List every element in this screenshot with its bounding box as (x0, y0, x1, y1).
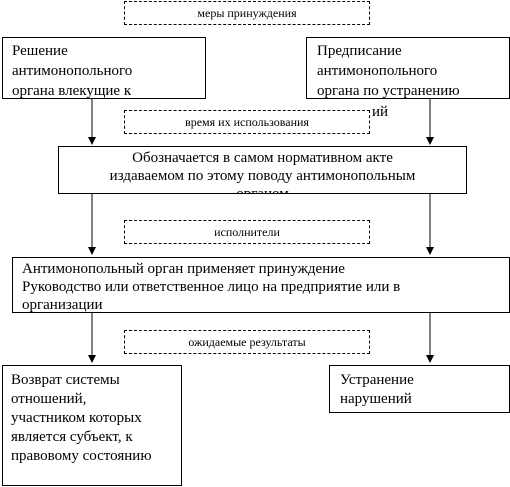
order-tail-text: ий (372, 104, 389, 120)
label-coercion-measures: меры принуждения (124, 1, 370, 25)
box-restore: Возврат системы отношений, участником ко… (2, 365, 182, 486)
label-expected-results: ожидаемые результаты (124, 330, 370, 354)
box-decision: Решение антимонопольного органа влекущие… (2, 37, 206, 99)
box-order: Предписание антимонопольного органа по у… (306, 37, 510, 99)
box-performers: Антимонопольный орган применяет принужде… (12, 257, 510, 313)
box-decision-text: Решение антимонопольного органа влекущие… (12, 43, 133, 99)
box-elimination: Устранение нарушений (329, 365, 510, 413)
box-order-text: Предписание антимонопольного органа по у… (317, 43, 460, 99)
box-designation: Обозначается в самом нормативном акте из… (58, 146, 467, 194)
box-elimination-text: Устранение нарушений (340, 372, 414, 407)
box-performers-text: Антимонопольный орган применяет принужде… (22, 261, 401, 313)
label-performers: исполнители (124, 220, 370, 244)
label-time-of-use: время их использования (124, 110, 370, 134)
box-restore-text: Возврат системы отношений, участником ко… (11, 372, 152, 464)
box-designation-text: Обозначается в самом нормативном акте из… (109, 150, 416, 194)
